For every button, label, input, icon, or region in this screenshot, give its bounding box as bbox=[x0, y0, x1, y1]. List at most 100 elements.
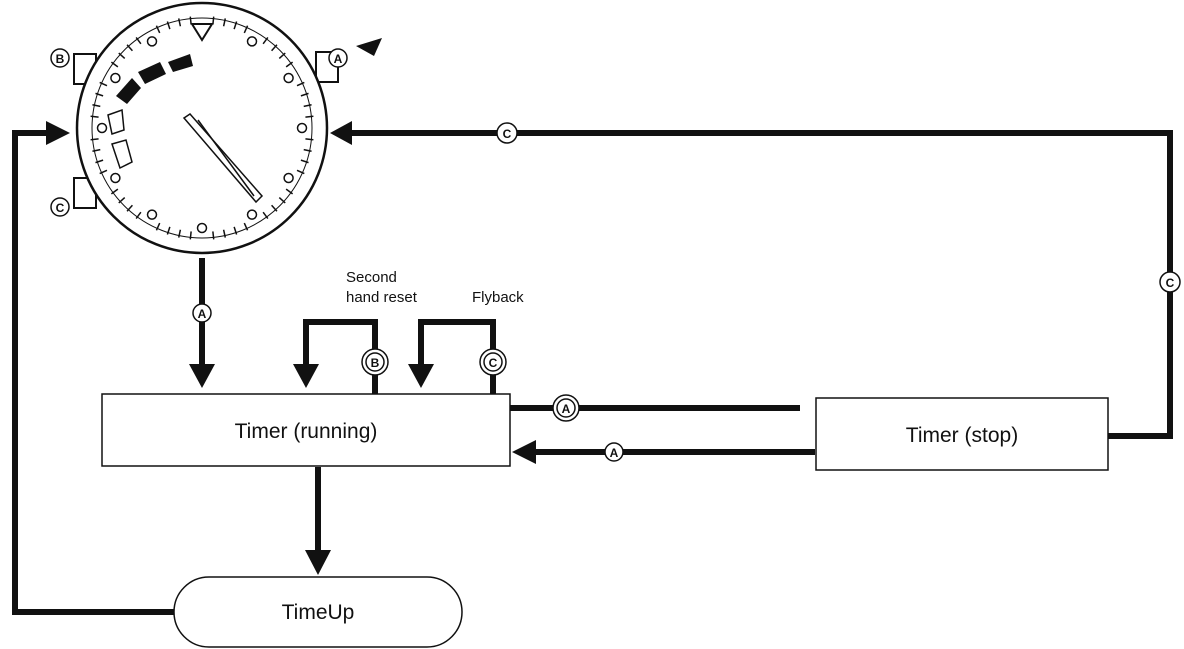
minute-tick bbox=[243, 222, 249, 231]
minute-tick bbox=[177, 18, 182, 27]
watch-dial bbox=[91, 17, 313, 239]
minute-tick bbox=[155, 222, 161, 231]
arrowhead-into-watch-right bbox=[330, 121, 352, 145]
minute-tick bbox=[243, 25, 249, 34]
hour-marker bbox=[146, 209, 158, 220]
hour-marker bbox=[146, 36, 158, 47]
twelve-triangle-icon bbox=[190, 23, 214, 42]
state-timeup: TimeUp bbox=[173, 576, 463, 648]
minute-tick bbox=[110, 188, 119, 195]
minute-tick bbox=[99, 81, 108, 87]
pointer-triangle-icon bbox=[356, 38, 382, 56]
connector-label-a-watch: A bbox=[192, 303, 212, 323]
minute-tick bbox=[166, 226, 171, 235]
dial-segment-4 bbox=[107, 108, 125, 135]
minute-tick bbox=[285, 61, 294, 68]
connector-label-b-reset: B bbox=[361, 348, 389, 376]
svg-text:B: B bbox=[56, 52, 65, 66]
minute-tick bbox=[95, 159, 104, 164]
svg-text:C: C bbox=[489, 356, 498, 370]
minute-tick bbox=[303, 148, 312, 153]
minute-tick bbox=[118, 197, 126, 204]
state-timer-running-label: Timer (running) bbox=[235, 420, 378, 443]
hour-marker bbox=[196, 222, 208, 234]
arrowhead-into-watch-left bbox=[46, 121, 70, 145]
note-second-hand-reset-line1: Second bbox=[346, 269, 397, 286]
minute-tick bbox=[222, 229, 227, 238]
state-timer-running: Timer (running) bbox=[101, 393, 511, 467]
svg-text:A: A bbox=[198, 307, 207, 321]
minute-tick bbox=[126, 204, 133, 212]
arrowhead-second-hand-reset bbox=[293, 364, 319, 388]
minute-tick bbox=[262, 211, 269, 220]
minute-tick bbox=[92, 103, 101, 108]
watch-button-a-label: A bbox=[328, 48, 348, 68]
svg-text:A: A bbox=[334, 52, 343, 66]
minute-tick bbox=[278, 197, 286, 204]
minute-tick bbox=[166, 21, 171, 30]
dial-segment-5 bbox=[111, 139, 133, 170]
minute-tick bbox=[233, 226, 238, 235]
hour-marker bbox=[246, 209, 258, 220]
connector-label-c-right: C bbox=[1159, 271, 1181, 293]
minute-tick bbox=[126, 44, 133, 52]
state-timeup-label: TimeUp bbox=[282, 601, 355, 624]
state-timer-stop: Timer (stop) bbox=[815, 397, 1109, 471]
minute-tick bbox=[300, 159, 309, 164]
minute-tick bbox=[177, 229, 182, 238]
arrowhead-into-running-left bbox=[189, 364, 215, 388]
note-flyback: Flyback bbox=[472, 289, 524, 306]
minute-tick bbox=[271, 44, 278, 52]
minute-tick bbox=[300, 92, 309, 97]
arrow-timeup-to-watch bbox=[12, 130, 176, 615]
minute-tick bbox=[90, 138, 99, 141]
minute-tick bbox=[305, 115, 314, 118]
minute-tick bbox=[278, 52, 286, 59]
minute-tick bbox=[296, 169, 305, 175]
note-second-hand-reset-line2: hand reset bbox=[346, 289, 418, 306]
hour-marker bbox=[246, 36, 258, 47]
state-timer-stop-label: Timer (stop) bbox=[906, 424, 1018, 447]
minute-tick bbox=[271, 204, 278, 212]
connector-label-c-top: C bbox=[496, 122, 518, 144]
minute-tick bbox=[303, 103, 312, 108]
svg-text:A: A bbox=[562, 402, 571, 416]
minute-tick bbox=[233, 21, 238, 30]
svg-text:B: B bbox=[371, 356, 380, 370]
minute-tick bbox=[92, 148, 101, 153]
minute-tick bbox=[110, 61, 119, 68]
hour-markers bbox=[96, 36, 308, 234]
hour-marker bbox=[96, 122, 108, 134]
svg-text:C: C bbox=[503, 127, 512, 141]
connector-label-a-running-to-stop: A bbox=[552, 394, 580, 422]
svg-text:C: C bbox=[56, 201, 65, 215]
minute-tick bbox=[135, 36, 142, 45]
minute-tick bbox=[189, 231, 192, 240]
arrowhead-into-timeup bbox=[305, 550, 331, 575]
watch-button-b-label: B bbox=[50, 48, 70, 68]
minute-tick bbox=[285, 188, 294, 195]
minute-tick bbox=[262, 36, 269, 45]
connector-label-c-flyback: C bbox=[479, 348, 507, 376]
minute-tick bbox=[90, 115, 99, 118]
hour-marker bbox=[110, 72, 121, 84]
minute-tick bbox=[222, 18, 227, 27]
minute-tick bbox=[155, 25, 161, 34]
minute-tick bbox=[135, 211, 142, 220]
arrow-stop-to-watch bbox=[345, 130, 1173, 439]
dial-segment-1 bbox=[168, 54, 193, 72]
minute-tick bbox=[212, 231, 215, 240]
svg-text:C: C bbox=[1166, 276, 1175, 290]
minute-tick bbox=[99, 169, 108, 175]
dial-segment-3 bbox=[116, 78, 141, 104]
minute-tick bbox=[118, 52, 126, 59]
hour-marker bbox=[283, 172, 294, 184]
watch-illustration bbox=[73, 1, 382, 255]
minute-tick bbox=[296, 81, 305, 87]
connector-label-a-stop-to-running: A bbox=[604, 442, 624, 462]
hour-marker bbox=[283, 72, 294, 84]
minute-tick bbox=[95, 92, 104, 97]
arrowhead-flyback bbox=[408, 364, 434, 388]
minute-ticks bbox=[90, 16, 314, 240]
